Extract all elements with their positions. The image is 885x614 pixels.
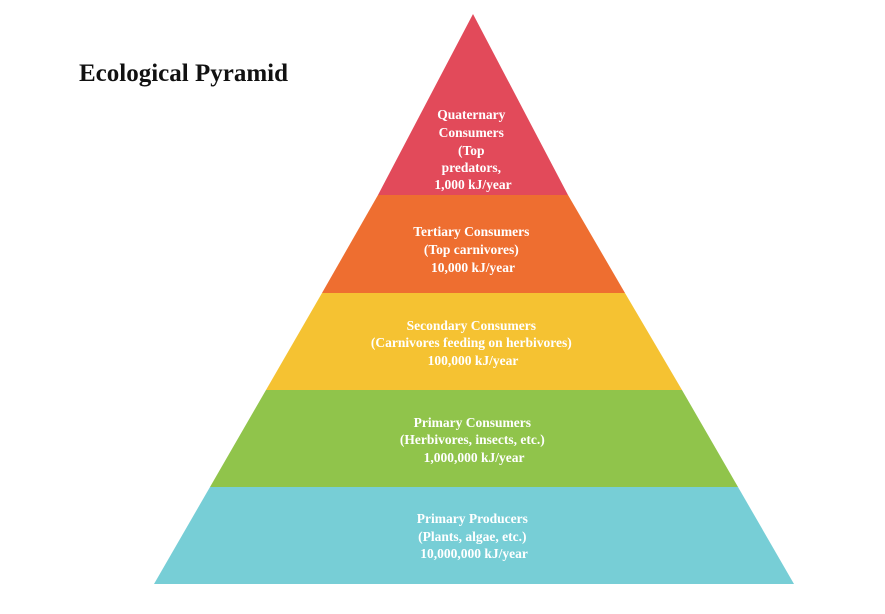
label-line: 100,000 kJ/year: [428, 353, 519, 368]
label-line: (Plants, algae, etc.): [418, 529, 526, 544]
level-label: Primary Producers (Plants, algae, etc.) …: [417, 511, 531, 561]
label-line: 1,000,000 kJ/year: [424, 450, 525, 465]
level-label: Tertiary Consumers (Top carnivores) 10,0…: [413, 224, 533, 275]
label-line: predators,: [442, 160, 501, 175]
level-band: [322, 195, 625, 293]
page-title: Ecological Pyramid: [79, 60, 288, 87]
pyramid-level-primary-producers: Primary Producers (Plants, algae, etc.) …: [154, 487, 794, 584]
level-band: [378, 14, 568, 195]
label-line: 10,000 kJ/year: [431, 260, 515, 275]
label-line: (Carnivores feeding on herbivores): [371, 335, 572, 350]
label-line: 10,000,000 kJ/year: [420, 546, 528, 561]
level-band: [154, 487, 794, 584]
label-line: Primary Producers: [417, 511, 528, 526]
level-label: Secondary Consumers (Carnivores feeding …: [371, 318, 575, 368]
pyramid-level-primary-consumers: Primary Consumers (Herbivores, insects, …: [210, 390, 738, 487]
label-line: 1,000 kJ/year: [434, 177, 511, 192]
label-line: Secondary Consumers: [407, 318, 536, 333]
level-band: [210, 390, 738, 487]
label-line: Quaternary: [437, 107, 505, 122]
pyramid-level-secondary-consumers: Secondary Consumers (Carnivores feeding …: [266, 293, 682, 390]
level-label: Primary Consumers (Herbivores, insects, …: [400, 415, 548, 465]
level-label: Quaternary Consumers (Top predators, 1,0…: [434, 107, 511, 192]
label-line: Tertiary Consumers: [413, 224, 529, 239]
pyramid-level-quaternary-consumers: Quaternary Consumers (Top predators, 1,0…: [378, 14, 568, 195]
label-line: (Top carnivores): [424, 242, 519, 257]
label-line: (Herbivores, insects, etc.): [400, 432, 545, 447]
label-line: Primary Consumers: [414, 415, 531, 430]
label-line: Consumers: [439, 125, 504, 140]
label-line: (Top: [458, 143, 485, 158]
level-band: [266, 293, 682, 390]
pyramid-level-tertiary-consumers: Tertiary Consumers (Top carnivores) 10,0…: [322, 195, 625, 293]
